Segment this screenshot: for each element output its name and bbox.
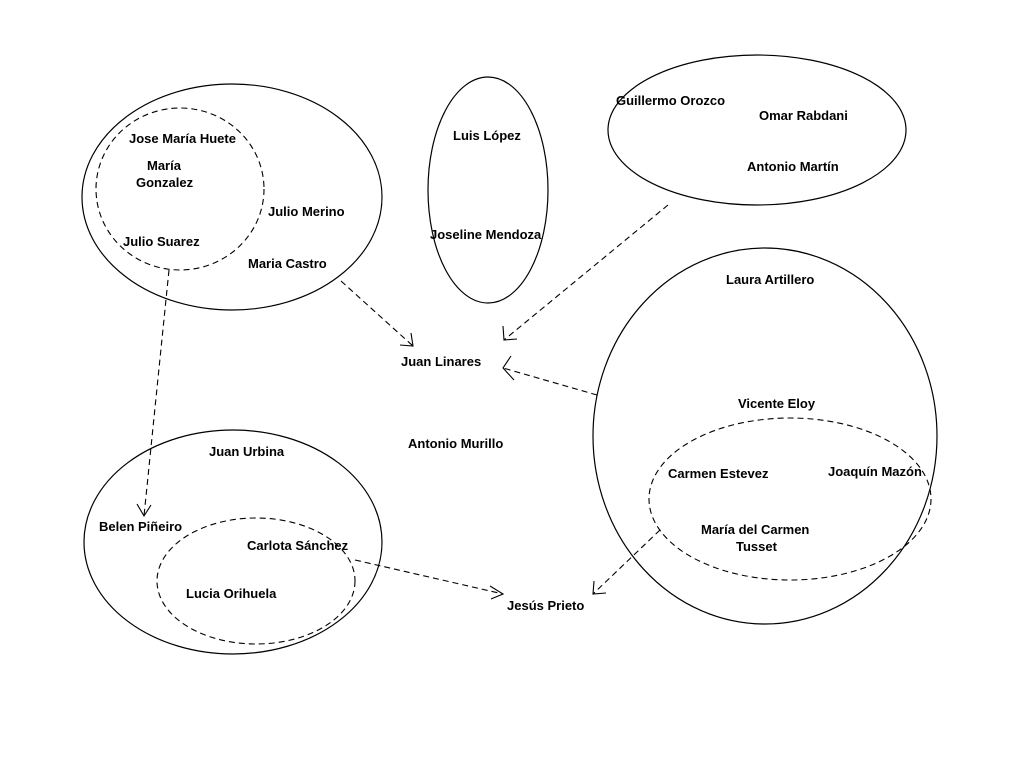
node-vicente-eloy: Vicente Eloy: [738, 396, 816, 411]
group-bottom-left-ellipse: [83, 429, 383, 655]
group-right-subgroup-ellipse: [648, 417, 932, 581]
arrow-subgroup-to-belen-pineiro: [136, 269, 170, 518]
node-julio-suarez: Julio Suarez: [123, 234, 200, 249]
node-maria-del-carmen-tusset-line2: Tusset: [736, 539, 778, 554]
node-julio-merino: Julio Merino: [268, 204, 345, 219]
group-top-middle: Luis López Joseline Mendoza: [427, 76, 549, 304]
node-maria-castro: Maria Castro: [248, 256, 327, 271]
group-top-right: Guillermo Orozco Omar Rabdani Antonio Ma…: [607, 54, 907, 206]
node-joaquin-mazon: Joaquín Mazón: [828, 464, 922, 479]
node-antonio-murillo: Antonio Murillo: [408, 436, 503, 451]
group-top-left-subgroup-ellipse: [95, 107, 265, 271]
node-maria-del-carmen-tusset-line1: María del Carmen: [701, 522, 809, 537]
node-guillermo-orozco: Guillermo Orozco: [616, 93, 725, 108]
arrow-right-subgroup-to-jesus-prieto: [592, 529, 661, 595]
group-top-right-ellipse: [607, 54, 907, 206]
node-juan-linares: Juan Linares: [401, 354, 481, 369]
group-right-ellipse: [592, 247, 938, 625]
node-joseline-mendoza: Joseline Mendoza: [430, 227, 542, 242]
group-top-left-ellipse: [81, 83, 383, 311]
group-bottom-left: Juan Urbina Belen Piñeiro Carlota Sánche…: [83, 429, 383, 655]
node-luis-lopez: Luis López: [453, 128, 521, 143]
arrow-carlota-to-jesus-prieto: [354, 559, 505, 600]
node-antonio-martin: Antonio Martín: [747, 159, 839, 174]
arrow-top-left-to-juan-linares: [340, 280, 414, 347]
node-carlota-sanchez: Carlota Sánchez: [247, 538, 349, 553]
arrow-top-right-to-juan-linares: [502, 204, 669, 341]
group-top-middle-ellipse: [427, 76, 549, 304]
arrow-right-to-juan-linares: [502, 355, 598, 396]
node-belen-pineiro: Belen Piñeiro: [99, 519, 182, 534]
node-lucia-orihuela: Lucia Orihuela: [186, 586, 277, 601]
node-maria-gonzalez-line1: María: [147, 158, 182, 173]
group-right: Laura Artillero Vicente Eloy Carmen Este…: [592, 247, 938, 625]
node-juan-urbina: Juan Urbina: [209, 444, 285, 459]
node-maria-gonzalez-line2: Gonzalez: [136, 175, 194, 190]
node-omar-rabdani: Omar Rabdani: [759, 108, 848, 123]
node-jesus-prieto: Jesús Prieto: [507, 598, 584, 613]
node-jose-maria-huete: Jose María Huete: [129, 131, 236, 146]
group-bottom-left-subgroup-ellipse: [156, 517, 356, 645]
node-laura-artillero: Laura Artillero: [726, 272, 814, 287]
group-top-left: Jose María Huete María Gonzalez Julio Su…: [81, 83, 383, 311]
node-carmen-estevez: Carmen Estevez: [668, 466, 769, 481]
